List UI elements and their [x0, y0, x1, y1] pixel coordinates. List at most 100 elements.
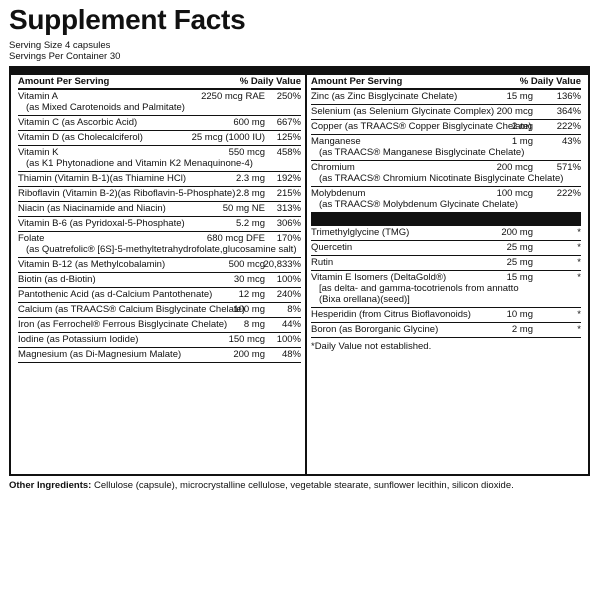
nutrient-name: Molybdenum: [311, 188, 366, 199]
nutrient-row: Copper (as TRAACS® Copper Bisglycinate C…: [311, 120, 581, 135]
nutrient-name: Manganese: [311, 136, 361, 147]
nutrient-name: Vitamin A: [18, 91, 58, 102]
right-rows-2: Trimethylglycine (TMG)200 mg*Quercetin 25…: [311, 226, 581, 338]
thick-rule: [11, 68, 588, 75]
nutrient-daily-value: 100%: [276, 334, 301, 345]
nutrient-amount: 2 mg: [511, 121, 533, 132]
nutrient-amount: 1 mg: [511, 136, 533, 147]
nutrient-amount: 25 mg: [506, 242, 533, 253]
nutrient-row: Vitamin E Isomers (DeltaGold®)15 mg*[as …: [311, 271, 581, 308]
nutrient-source: (as TRAACS® Chromium Nicotinate Bisglyci…: [319, 173, 564, 184]
nutrient-row: Biotin (as d-Biotin) 30 mcg 100%: [18, 273, 301, 288]
nutrient-amount: 150 mcg: [228, 334, 265, 345]
black-band: [311, 213, 581, 226]
nutrient-amount: 25 mcg (1000 IU): [191, 132, 265, 143]
footnote: *Daily Value not established.: [311, 341, 432, 352]
nutrient-row: Iodine (as Potassium Iodide) 150 mcg 100%: [18, 333, 301, 348]
nutrient-source: (as Quatrefolic® [6S]-5-methyltetrahydro…: [26, 244, 297, 255]
nutrient-name: Folate: [18, 233, 45, 244]
nutrient-amount: 550 mcg: [228, 147, 265, 158]
nutrient-daily-value: 458%: [276, 147, 301, 158]
nutrient-name: Magnesium (as Di-Magnesium Malate): [18, 349, 182, 360]
nutrient-amount: 15 mg: [506, 91, 533, 102]
nutrient-amount: 2 mg: [511, 324, 533, 335]
nutrient-row: Magnesium (as Di-Magnesium Malate)200 mg…: [18, 348, 301, 363]
nutrient-name: Copper (as TRAACS® Copper Bisglycinate C…: [311, 121, 532, 132]
serving-size: Serving Size 4 capsules: [9, 40, 111, 51]
nutrient-name: Iron (as Ferrochel® Ferrous Bisglycinate…: [18, 319, 228, 330]
nutrient-daily-value: 20,833%: [263, 259, 301, 270]
daily-value-header: % Daily Value: [519, 76, 581, 87]
amount-per-serving-header: Amount Per Serving: [311, 76, 403, 87]
nutrient-amount: 500 mcg: [228, 259, 265, 270]
nutrient-daily-value: 125%: [276, 132, 301, 143]
nutrient-amount: 25 mg: [506, 257, 533, 268]
nutrient-source-2: (Bixa orellana)(seed)]: [319, 294, 410, 305]
nutrient-amount: 30 mcg: [233, 274, 265, 285]
nutrient-daily-value: 215%: [276, 188, 301, 199]
nutrient-source: (as K1 Phytonadione and Vitamin K2 Menaq…: [26, 158, 253, 169]
nutrient-row: Hesperidin (from Citrus Bioflavonoids) 10…: [311, 308, 581, 323]
nutrient-daily-value: 8%: [287, 304, 301, 315]
nutrient-row: Trimethylglycine (TMG)200 mg*: [311, 226, 581, 241]
nutrient-row: Vitamin D (as Cholecalciferol)25 mcg (10…: [18, 131, 301, 146]
nutrient-source: (as TRAACS® Molybdenum Glycinate Chelate…: [319, 199, 519, 210]
nutrient-name: Niacin (as Niacinamide and Niacin): [18, 203, 166, 214]
nutrient-daily-value: 48%: [281, 349, 301, 360]
nutrient-daily-value: 222%: [556, 188, 581, 199]
nutrient-row: Zinc (as Zinc Bisglycinate Chelate)15 mg…: [311, 90, 581, 105]
nutrient-daily-value: *: [577, 227, 581, 238]
left-column: Amount Per Serving % Daily Value Vitamin…: [18, 75, 301, 363]
nutrient-name: Biotin (as d-Biotin): [18, 274, 96, 285]
right-column: Amount Per Serving % Daily Value Zinc (a…: [311, 75, 581, 352]
nutrient-amount: 5.2 mg: [235, 218, 265, 229]
nutrient-row: Thiamin (Vitamin B-1)(as Thiamine HCl) 2.…: [18, 172, 301, 187]
nutrient-daily-value: 100%: [276, 274, 301, 285]
nutrient-row: Iron (as Ferrochel® Ferrous Bisglycinate…: [18, 318, 301, 333]
nutrient-source: (as TRAACS® Manganese Bisglycinate Chela…: [319, 147, 525, 158]
nutrient-row: Selenium (as Selenium Glycinate Complex)…: [311, 105, 581, 120]
nutrient-row: Calcium (as TRAACS® Calcium Bisglycinate…: [18, 303, 301, 318]
nutrient-name: Iodine (as Potassium Iodide): [18, 334, 139, 345]
nutrient-name: Vitamin E Isomers (DeltaGold®): [311, 272, 447, 283]
nutrient-daily-value: 44%: [281, 319, 301, 330]
nutrient-daily-value: 313%: [276, 203, 301, 214]
nutrient-amount: 100 mg: [233, 304, 265, 315]
nutrient-amount: 8 mg: [243, 319, 265, 330]
nutrient-row: Riboflavin (Vitamin B-2)(as Riboflavin-5…: [18, 187, 301, 202]
nutrient-name: Thiamin (Vitamin B-1)(as Thiamine HCl): [18, 173, 187, 184]
nutrient-source: (as Mixed Carotenoids and Palmitate): [26, 102, 185, 113]
nutrient-row: Vitamin B-6 (as Pyridoxal-5-Phosphate)5.…: [18, 217, 301, 232]
nutrient-daily-value: 136%: [556, 91, 581, 102]
nutrient-name: Quercetin: [311, 242, 353, 253]
nutrient-daily-value: 222%: [556, 121, 581, 132]
nutrient-amount: 10 mg: [506, 309, 533, 320]
nutrient-daily-value: 170%: [276, 233, 301, 244]
nutrient-daily-value: *: [577, 324, 581, 335]
supplement-facts-panel: Amount Per Serving % Daily Value Vitamin…: [9, 66, 590, 476]
nutrient-daily-value: 667%: [276, 117, 301, 128]
nutrient-row: Vitamin B-12 (as Methylcobalamin) 500 mcg…: [18, 258, 301, 273]
nutrient-amount: 600 mg: [233, 117, 265, 128]
nutrient-daily-value: 240%: [276, 289, 301, 300]
nutrient-daily-value: *: [577, 257, 581, 268]
nutrient-amount: 200 mcg: [496, 106, 533, 117]
nutrient-daily-value: 306%: [276, 218, 301, 229]
nutrient-name: Pantothenic Acid (as d-Calcium Pantothen…: [18, 289, 213, 300]
other-ingredients-text: Cellulose (capsule), microcrystalline ce…: [93, 480, 514, 491]
nutrient-name: Trimethylglycine (TMG): [311, 227, 410, 238]
nutrient-name: Hesperidin (from Citrus Bioflavonoids): [311, 309, 471, 320]
nutrient-name: Vitamin B-12 (as Methylcobalamin): [18, 259, 166, 270]
nutrient-amount: 2.8 mg: [235, 188, 265, 199]
nutrient-amount: 2.3 mg: [235, 173, 265, 184]
nutrient-name: Boron (as Bororganic Glycine): [311, 324, 439, 335]
right-rows: Zinc (as Zinc Bisglycinate Chelate)15 mg…: [311, 90, 581, 213]
